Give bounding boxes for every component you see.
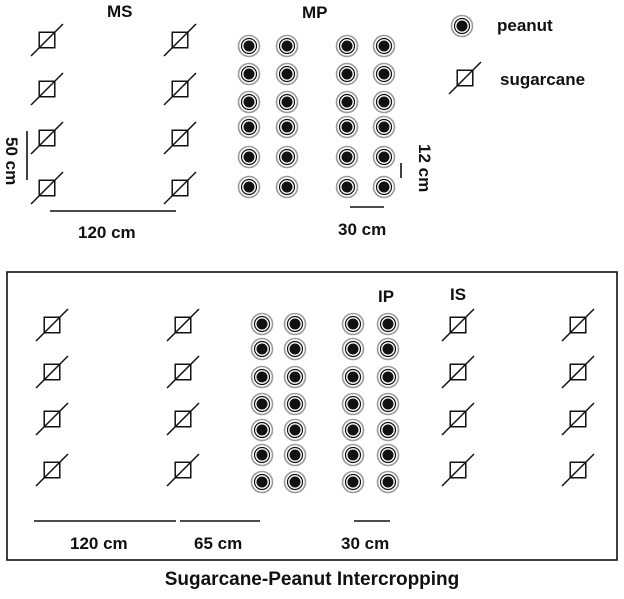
legend-sugarcane-icon (448, 61, 482, 95)
intercrop-row-spacing-label: 120 cm (70, 534, 128, 553)
peanut-icon (335, 175, 359, 199)
peanut-icon (372, 145, 396, 169)
peanut-icon (250, 443, 274, 467)
peanut-icon (376, 365, 400, 389)
legend-sugarcane-label: sugarcane (500, 70, 586, 89)
peanut-icon (335, 90, 359, 114)
peanut-icon (372, 90, 396, 114)
peanut-icon (283, 312, 307, 336)
intercrop-peanut-spacing-label: 30 cm (341, 534, 390, 553)
legend-peanut-icon (450, 14, 474, 38)
peanut-icon (376, 443, 400, 467)
peanut-icon (237, 90, 261, 114)
peanut-icon (275, 62, 299, 86)
sugarcane-icon (35, 308, 69, 342)
peanut-icon (376, 418, 400, 442)
peanut-icon (275, 175, 299, 199)
sugarcane-icon (441, 308, 475, 342)
peanut-icon (376, 337, 400, 361)
ms-plant-spacing-label: 50 cm (2, 137, 21, 186)
peanut-icon (283, 443, 307, 467)
peanut-icon (250, 365, 274, 389)
legend-peanut-label: peanut (497, 16, 553, 35)
peanut-icon (335, 34, 359, 58)
sugarcane-icon (441, 453, 475, 487)
peanut-icon (372, 62, 396, 86)
peanut-icon (250, 337, 274, 361)
sugarcane-icon (166, 308, 200, 342)
sugarcane-icon (163, 23, 197, 57)
peanut-icon (376, 312, 400, 336)
peanut-icon (372, 34, 396, 58)
ms-label: MS (107, 2, 133, 21)
plant-layer (30, 14, 595, 494)
peanut-icon (335, 145, 359, 169)
peanut-icon (341, 365, 365, 389)
peanut-icon (341, 443, 365, 467)
peanut-icon (283, 392, 307, 416)
sugarcane-icon (30, 121, 64, 155)
sugarcane-icon (35, 453, 69, 487)
ms-row-spacing-label: 120 cm (78, 223, 136, 242)
peanut-icon (250, 418, 274, 442)
sugarcane-icon (30, 72, 64, 106)
peanut-icon (237, 175, 261, 199)
is-label: IS (450, 285, 467, 304)
sugarcane-icon (166, 355, 200, 389)
peanut-icon (237, 62, 261, 86)
peanut-icon (335, 62, 359, 86)
sugarcane-icon (163, 72, 197, 106)
peanut-icon (341, 337, 365, 361)
peanut-icon (335, 115, 359, 139)
peanut-icon (283, 470, 307, 494)
peanut-icon (341, 392, 365, 416)
intercropping-frame (6, 271, 618, 561)
peanut-icon (283, 337, 307, 361)
peanut-icon (250, 470, 274, 494)
peanut-icon (237, 145, 261, 169)
peanut-icon (341, 418, 365, 442)
peanut-icon (376, 470, 400, 494)
ip-label: IP (378, 287, 395, 306)
peanut-icon (250, 392, 274, 416)
peanut-icon (283, 365, 307, 389)
sugarcane-icon (35, 402, 69, 436)
sugarcane-icon (35, 355, 69, 389)
dimension-lines (26, 131, 402, 522)
sugarcane-icon (561, 355, 595, 389)
sugarcane-icon (561, 308, 595, 342)
peanut-icon (275, 115, 299, 139)
sugarcane-icon (561, 402, 595, 436)
peanut-icon (275, 34, 299, 58)
sugarcane-icon (30, 23, 64, 57)
peanut-icon (237, 115, 261, 139)
mp-plant-spacing-label: 12 cm (415, 144, 434, 193)
peanut-icon (237, 34, 261, 58)
sugarcane-icon (163, 171, 197, 205)
sugarcane-icon (561, 453, 595, 487)
sugarcane-icon (441, 355, 475, 389)
mp-label: MP (302, 3, 328, 22)
sugarcane-icon (163, 121, 197, 155)
peanut-icon (275, 145, 299, 169)
mp-row-spacing-label: 30 cm (338, 220, 387, 239)
peanut-icon (341, 312, 365, 336)
sugarcane-icon (166, 453, 200, 487)
peanut-icon (341, 470, 365, 494)
diagram-title: Sugarcane-Peanut Intercropping (164, 569, 460, 590)
peanut-icon (283, 418, 307, 442)
intercrop-cane-peanut-label: 65 cm (194, 534, 243, 553)
sugarcane-icon (30, 171, 64, 205)
peanut-icon (372, 115, 396, 139)
peanut-icon (250, 312, 274, 336)
peanut-icon (372, 175, 396, 199)
peanut-icon (275, 90, 299, 114)
sugarcane-icon (166, 402, 200, 436)
peanut-icon (376, 392, 400, 416)
sugarcane-icon (441, 402, 475, 436)
